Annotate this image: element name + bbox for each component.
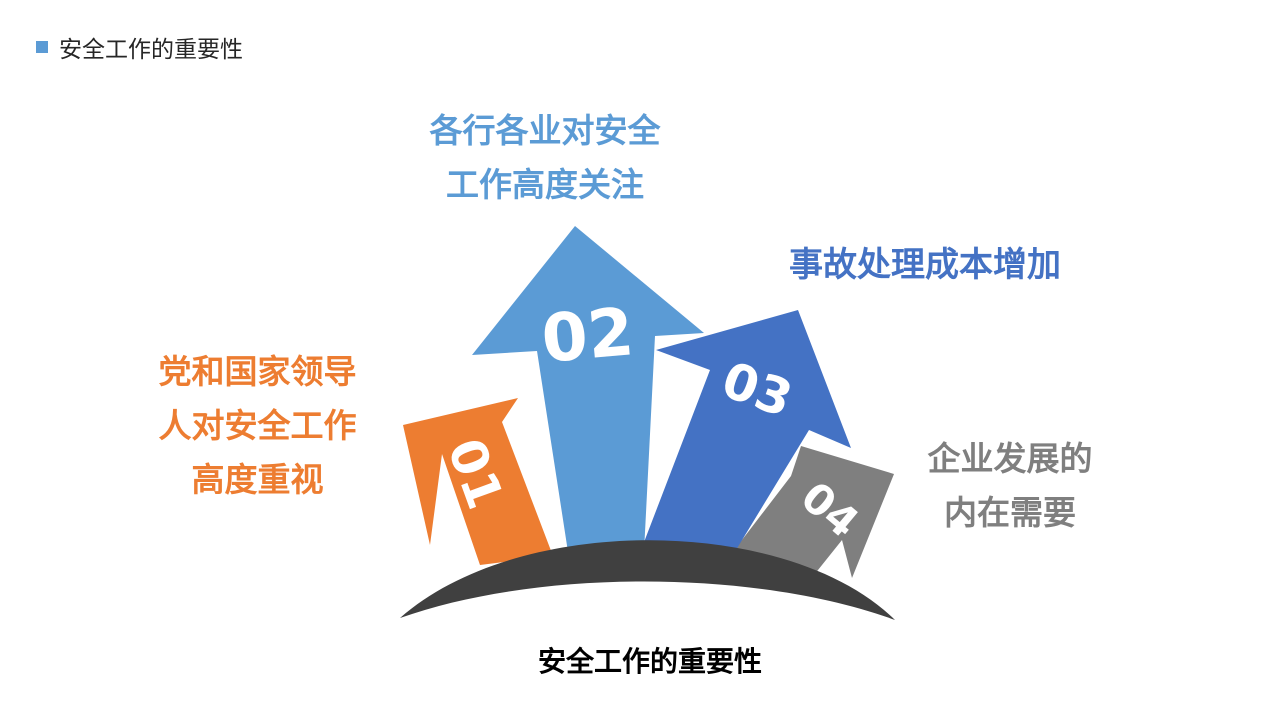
label-01-line: 人对安全工作: [158, 406, 357, 445]
label-04-line: 企业发展的: [927, 439, 1093, 478]
arrow-02-number: 02: [539, 293, 637, 378]
arrow-04-shape: [732, 446, 894, 580]
arrow-03-shape: [641, 310, 851, 550]
arrow-01: 01: [403, 398, 553, 565]
label-03: 事故处理成本增加: [760, 238, 1090, 292]
label-03-line: 事故处理成本增加: [789, 245, 1061, 285]
label-02-line: 工作高度关注: [446, 165, 644, 204]
label-02-line: 各行各业对安全: [429, 111, 661, 150]
label-01-line: 党和国家领导: [158, 352, 357, 391]
label-04-line: 内在需要: [944, 493, 1076, 532]
arrow-03: 03: [641, 310, 851, 550]
base-arc: [400, 540, 895, 620]
arrow-02: 02: [472, 226, 704, 552]
label-02: 各行各业对安全 工作高度关注: [400, 104, 690, 212]
arrow-02-shape: [472, 226, 704, 552]
base-label: 安全工作的重要性: [537, 645, 762, 678]
slide-title: 安全工作的重要性: [59, 37, 243, 63]
label-01: 党和国家领导 人对安全工作 高度重视: [130, 345, 385, 507]
header-bullet-icon: [36, 41, 48, 53]
label-04: 企业发展的 内在需要: [900, 432, 1120, 540]
arrow-01-shape: [403, 398, 553, 565]
label-01-line: 高度重视: [191, 460, 324, 499]
slide-header: 安全工作的重要性: [36, 30, 243, 64]
arrow-04: 04: [732, 446, 894, 580]
